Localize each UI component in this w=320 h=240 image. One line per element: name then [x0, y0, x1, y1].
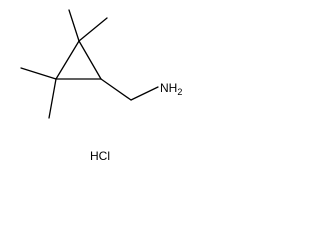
amine-nh-text: NH — [160, 81, 177, 95]
methyl-bond-left — [20, 67, 57, 80]
methyl-bond-top-right — [78, 17, 108, 42]
amine-label: NH2 — [160, 81, 182, 97]
methyl-bond-top-left — [68, 9, 80, 42]
hcl-salt-label: HCl — [90, 149, 110, 163]
ch2-bond — [100, 78, 132, 101]
amine-subscript-2: 2 — [177, 87, 182, 97]
c-n-bond — [130, 86, 159, 101]
chemical-structure: NH2 HCl — [20, 9, 182, 163]
ring-bond-top-left — [55, 40, 80, 80]
methyl-bond-bottom-left — [48, 78, 57, 119]
ring-bond-top-right — [78, 40, 102, 80]
